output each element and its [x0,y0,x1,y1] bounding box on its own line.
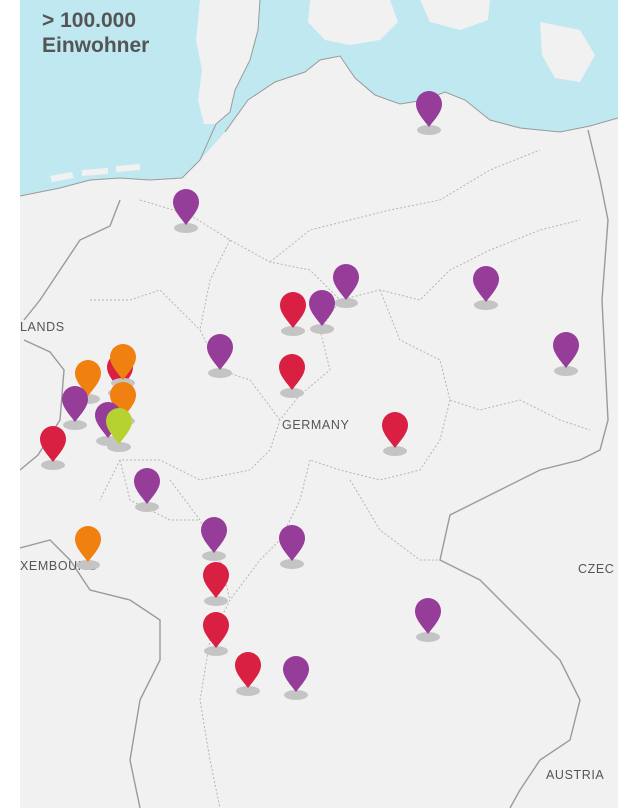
map-pin-mannheim[interactable] [201,560,231,608]
map-pin-icon [235,652,261,696]
map-pin-icon [283,656,309,700]
map-pin-leipzig[interactable] [380,410,410,458]
map-pin-aachen[interactable] [38,424,68,472]
map-pin-goettingen[interactable] [277,352,307,400]
map-pin-rostock[interactable] [414,89,444,137]
map-pin-icon [40,426,66,470]
map-pin-oldenburg[interactable] [171,187,201,235]
country-label-netherlands: LANDS [20,320,65,334]
map-pin-icon [333,264,359,308]
map-pin-bielefeld[interactable] [205,332,235,380]
country-label-czech: CZEC [578,562,615,576]
map-pin-koblenz[interactable] [132,466,162,514]
national-border [20,129,609,808]
map-pin-magdeburg[interactable] [307,288,337,336]
map-pin-braunschweig[interactable] [471,264,501,312]
country-label-germany: GERMANY [282,418,350,432]
danish-island [420,0,490,30]
map-canvas[interactable]: > 100.000 Einwohner LANDS GERMANY XEMBOU… [20,0,618,808]
map-pin-icon [75,526,101,570]
map-pin-icon [106,408,132,452]
map-pin-ruhr-purple[interactable] [60,384,90,432]
coastline [20,0,618,197]
map-pin-koeln[interactable] [104,406,134,454]
title-line-2: Einwohner [42,34,150,57]
ruegen-island [540,22,595,82]
map-pin-icon [62,386,88,430]
map-pin-hannover[interactable] [278,290,308,338]
map-pin-icon [279,354,305,398]
title-line-1: > 100.000 [42,9,137,32]
map-pin-icon [207,334,233,378]
map-pin-icon [473,266,499,310]
map-pin-icon [280,292,306,336]
map-pin-regensburg[interactable] [413,596,443,644]
map-pin-icon [201,517,227,561]
map-pin-karlsruhe[interactable] [201,610,231,658]
frisian-islands [50,164,140,182]
map-pin-icon [203,562,229,606]
map-pin-icon [279,525,305,569]
map-pin-icon [203,612,229,656]
map-pin-icon [553,332,579,376]
sea-area [20,0,618,196]
country-label-austria: AUSTRIA [546,768,605,782]
denmark-land [196,0,260,124]
map-pin-icon [173,189,199,233]
map-pin-icon [382,412,408,456]
map-pin-icon [309,290,335,334]
map-title: > 100.000 Einwohner [42,8,149,58]
map-pin-berlin-west[interactable] [331,262,361,310]
map-pin-augsburg[interactable] [281,654,311,702]
map-pin-stuttgart[interactable] [233,650,263,698]
map-pin-cottbus[interactable] [551,330,581,378]
map-pin-icon [416,91,442,135]
map-pin-frankfurt[interactable] [199,515,229,563]
danish-island [308,0,398,45]
map-pin-icon [415,598,441,642]
map-pin-icon [134,468,160,512]
map-pin-wuerzburg[interactable] [277,523,307,571]
map-pin-saarbruecken[interactable] [73,524,103,572]
